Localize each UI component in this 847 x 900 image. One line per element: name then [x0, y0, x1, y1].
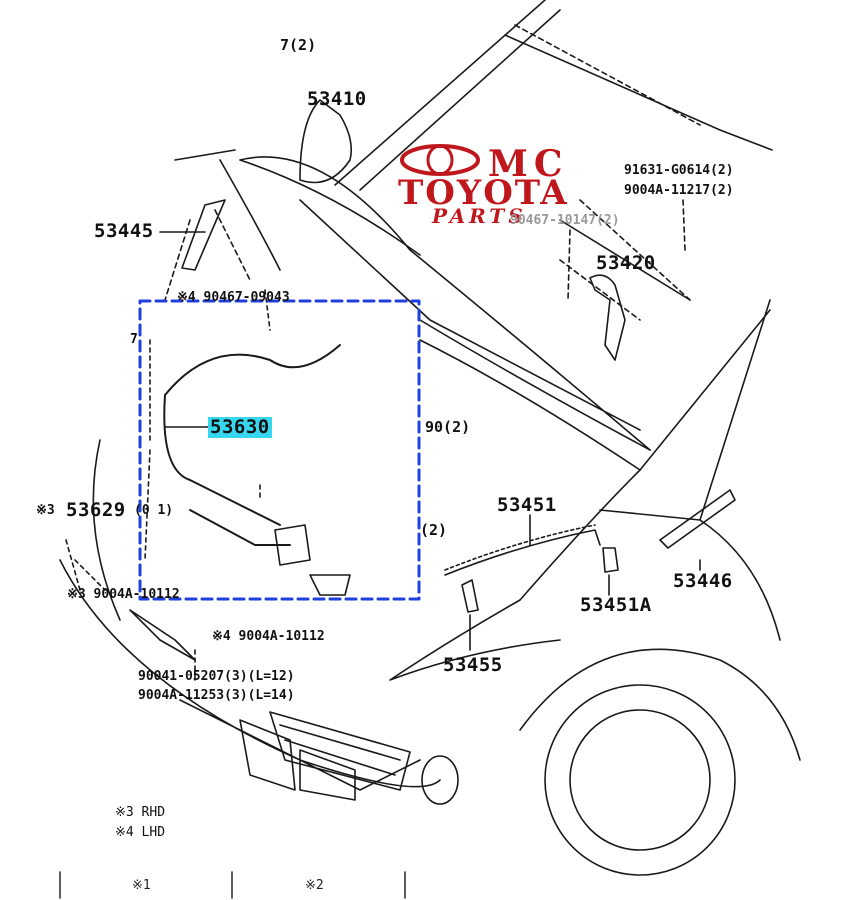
misc-leader-lines: [65, 484, 261, 671]
label-53629-note: (0 1): [134, 503, 174, 518]
logo-brand: TOYOTA: [398, 173, 569, 213]
label-53446[interactable]: 53446: [673, 570, 733, 592]
label-53410[interactable]: 53410: [307, 88, 367, 110]
hood-cushion: [461, 579, 479, 613]
grille-lower: [239, 719, 356, 801]
windshield-inner-line: [514, 24, 701, 126]
label-53451a[interactable]: 53451A: [580, 594, 652, 616]
side-protector: [659, 489, 736, 549]
footer-cell-1: ※1: [132, 878, 151, 893]
hinge-bolt-leader: [567, 199, 686, 301]
hood-hinge: [589, 274, 626, 361]
label-9004a-10112-bottom[interactable]: ※4 9004A-10112: [212, 629, 325, 644]
label-53630[interactable]: 53630: [208, 416, 272, 438]
release-cable: [163, 344, 341, 546]
hood-stay-rod: [181, 199, 226, 271]
label-note-x3: ※3: [36, 503, 55, 518]
hood-seal: [444, 529, 601, 576]
logo-mc: MC: [488, 143, 569, 185]
label-90467-box[interactable]: ※4 90467-09043: [177, 290, 290, 305]
hood-stay-dashed: [164, 209, 251, 301]
logo-sub: PARTS: [432, 204, 527, 228]
cable-dashed: [144, 289, 271, 561]
legend-lhd: ※4 LHD: [115, 825, 166, 840]
release-lever: [274, 524, 351, 596]
cowl-line: [419, 299, 771, 521]
legend-rhd: ※3 RHD: [115, 805, 166, 820]
label-90041[interactable]: 90041-05207(3)(L=12): [138, 669, 295, 684]
windshield-outline: [334, 0, 773, 191]
hood-edge: [174, 149, 691, 301]
hood-seal-dashed: [444, 524, 596, 571]
wheel-outer: [544, 684, 736, 876]
footer-cell-2: ※2: [305, 878, 324, 893]
label-qty-2: (2): [420, 521, 448, 539]
label-9004a-11217[interactable]: 9004A-11217(2): [624, 183, 734, 198]
seal-clip: [602, 547, 619, 573]
hood-inner-dashed: [559, 199, 691, 321]
fog-light: [421, 755, 459, 805]
grille: [269, 711, 411, 791]
label-53420[interactable]: 53420: [596, 252, 656, 274]
label-9004a-10112-left[interactable]: ※3 9004A-10112: [67, 587, 180, 602]
label-53455[interactable]: 53455: [443, 654, 503, 676]
label-53629[interactable]: 53629: [66, 499, 126, 521]
label-9004a-11253[interactable]: 9004A-11253(3)(L=14): [138, 688, 295, 703]
label-qty-top: 7(2): [280, 36, 317, 54]
footer-table: [59, 871, 406, 899]
label-qty-90-2: 90(2): [425, 418, 471, 436]
wheel-arch: [519, 648, 801, 761]
label-7-left: 7: [130, 332, 138, 347]
label-91631[interactable]: 91631-G0614(2): [624, 163, 734, 178]
hood-panel: [239, 99, 651, 451]
wheel-inner: [569, 709, 711, 851]
label-53445[interactable]: 53445: [94, 220, 154, 242]
label-90467-ghost[interactable]: 90467-10147(2): [510, 213, 620, 228]
label-53451[interactable]: 53451: [497, 494, 557, 516]
front-bumper-outline: [59, 439, 441, 791]
selection-box: [138, 299, 421, 601]
